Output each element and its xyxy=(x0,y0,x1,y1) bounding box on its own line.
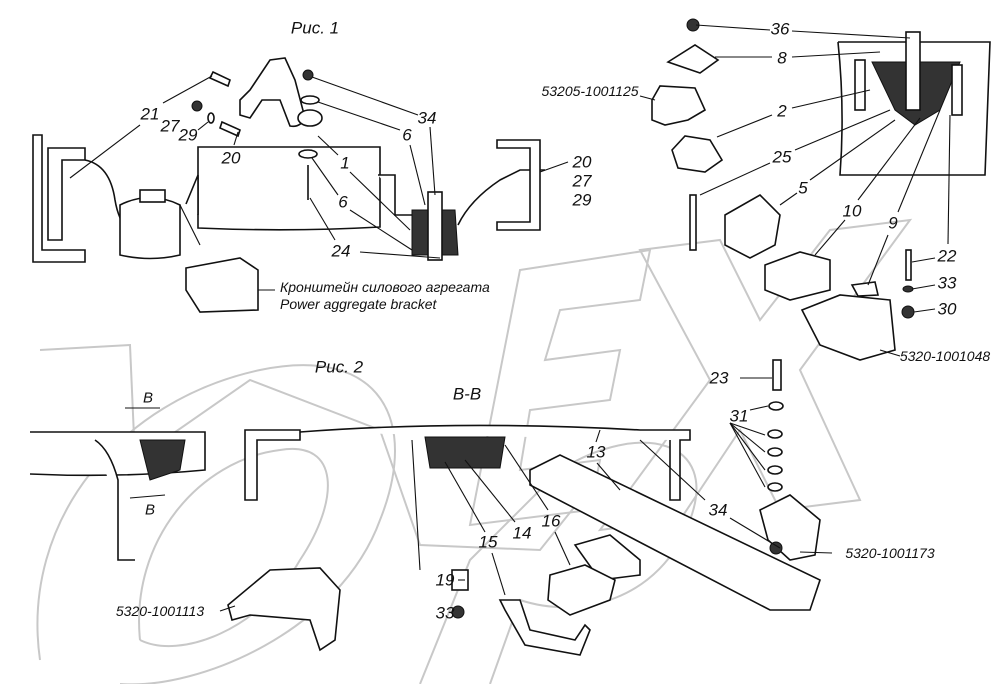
callout-22: 22 xyxy=(937,246,957,266)
callout-24: 24 xyxy=(331,241,351,261)
callout-9: 9 xyxy=(888,213,898,233)
callout-16: 16 xyxy=(541,511,561,531)
callout-2: 2 xyxy=(777,101,787,121)
part-number-5320-1001173: 5320-1001173 xyxy=(845,545,935,561)
callout-30: 30 xyxy=(937,299,957,319)
fig1-assembly xyxy=(32,57,545,313)
caption-ru: Кронштейн силового агрегата xyxy=(280,279,490,295)
callout-6: 6 xyxy=(402,125,412,145)
part-number-5320-1001113: 5320-1001113 xyxy=(115,603,205,619)
callout-19: 19 xyxy=(435,570,455,590)
part-number-53205-1001125: 53205-1001125 xyxy=(541,83,639,99)
callout-33: 33 xyxy=(937,273,957,293)
callout-34: 34 xyxy=(417,108,437,128)
section-title: В-В xyxy=(452,384,482,404)
callout-8: 8 xyxy=(777,48,787,68)
callout-31: 31 xyxy=(729,406,749,426)
fig1-right-assembly xyxy=(651,18,991,361)
section-mark-top: В xyxy=(142,389,154,407)
callout-1: 1 xyxy=(340,153,350,173)
callout-23: 23 xyxy=(709,368,729,388)
callout-20: 20 xyxy=(221,148,241,168)
callout-21: 21 xyxy=(140,104,160,124)
callout-33: 33 xyxy=(435,603,455,623)
fig1-title: Рис. 1 xyxy=(290,18,340,38)
callout-5: 5 xyxy=(798,178,808,198)
fig2-title: Рис. 2 xyxy=(314,357,364,377)
part-number-5320-1001048: 5320-1001048 xyxy=(899,348,991,364)
callout-25: 25 xyxy=(772,147,792,167)
callout-15: 15 xyxy=(478,532,498,552)
caption-en: Power aggregate bracket xyxy=(280,296,437,312)
fig2-assembly xyxy=(29,359,821,656)
callout-36: 36 xyxy=(770,19,790,39)
leader-lines xyxy=(69,24,951,612)
callout-27: 27 xyxy=(572,171,592,191)
callout-29: 29 xyxy=(178,125,198,145)
callout-29: 29 xyxy=(572,190,592,210)
callout-14: 14 xyxy=(512,523,532,543)
power-aggregate-bracket xyxy=(185,257,259,313)
callout-13: 13 xyxy=(586,442,606,462)
section-mark-bottom: В xyxy=(144,501,156,519)
callout-27: 27 xyxy=(160,116,180,136)
callout-6: 6 xyxy=(338,192,348,212)
callout-10: 10 xyxy=(842,201,862,221)
callout-20: 20 xyxy=(572,152,592,172)
callout-34: 34 xyxy=(708,500,728,520)
